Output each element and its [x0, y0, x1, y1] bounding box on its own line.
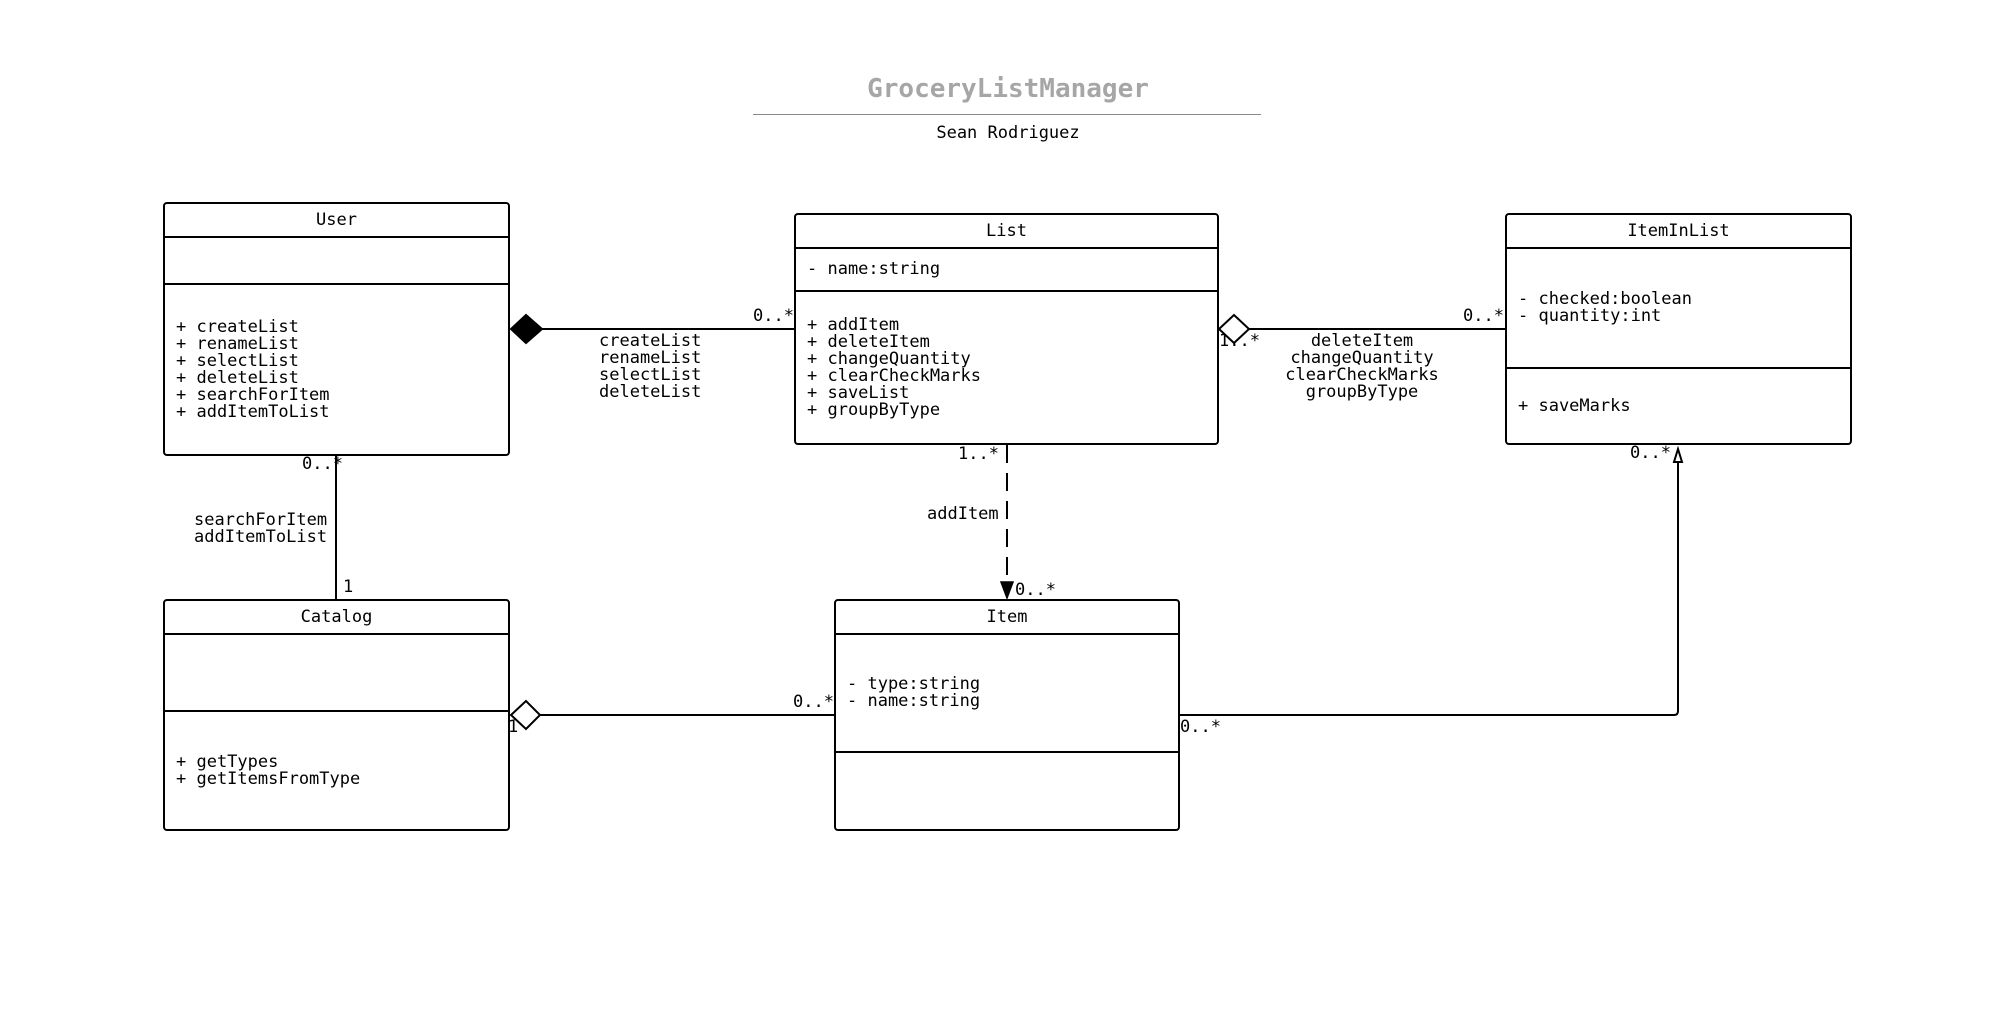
relation-label: addItem	[927, 504, 999, 524]
attribute: - checked:boolean	[1518, 289, 1692, 309]
operation: + searchForItem	[176, 384, 330, 405]
class-iteminlist[interactable]: ItemInList - checked:boolean - quantity:…	[1505, 213, 1852, 445]
class-name: Item	[836, 601, 1178, 635]
relation-label: clearCheckMarks	[1285, 365, 1439, 385]
class-item[interactable]: Item - type:string - name:string	[834, 599, 1180, 831]
title-divider	[753, 114, 1261, 115]
user-list-composition[interactable]	[509, 313, 794, 345]
operation: + addItemToList	[176, 401, 330, 422]
operation: + createList	[176, 316, 299, 337]
class-user[interactable]: User + createList + renameList + selectL…	[163, 202, 510, 456]
operation: + selectList	[176, 350, 299, 371]
operation: + saveList	[807, 382, 910, 403]
multiplicity-label: 0..*	[302, 454, 343, 474]
multiplicity-label: 0..*	[1463, 306, 1504, 326]
multiplicity-label: 1	[508, 717, 519, 737]
class-name: ItemInList	[1507, 215, 1850, 249]
multiplicity-label: 0..*	[1630, 443, 1671, 463]
relation-label: deleteItem	[1310, 331, 1414, 351]
list-item-dependency[interactable]	[999, 445, 1015, 601]
relation-label: addItemToList	[194, 527, 328, 547]
multiplicity-label: 1..*	[1219, 331, 1260, 351]
class-list[interactable]: List - name:string + addItem + deleteIte…	[794, 213, 1219, 445]
relation-label: selectList	[599, 365, 702, 385]
multiplicity-label: 0..*	[1015, 580, 1056, 600]
operation: + deleteList	[176, 367, 299, 388]
class-name: User	[165, 204, 508, 238]
multiplicity-label: 0..*	[753, 306, 794, 326]
dependency-arrowhead	[999, 581, 1015, 601]
attributes-section: - name:string	[796, 249, 1217, 292]
composition-diamond	[509, 313, 544, 345]
diagram-author: Sean Rodriguez	[936, 123, 1080, 143]
generalization-arrowhead	[1672, 445, 1684, 463]
relation-label: renameList	[599, 348, 702, 368]
diagram-title: GroceryListManager	[867, 74, 1149, 104]
operation: + groupByType	[807, 399, 941, 420]
attribute: - name:string	[847, 691, 981, 711]
operations-section: + addItem + deleteItem + changeQuantity …	[796, 292, 1217, 443]
relation-label: groupByType	[1305, 382, 1419, 402]
operation: + changeQuantity	[807, 348, 971, 369]
attributes-section: - checked:boolean - quantity:int	[1507, 249, 1850, 369]
relation-label: searchForItem	[194, 510, 328, 530]
operations-section	[836, 753, 1178, 829]
item-iteminlist-generalization[interactable]	[1180, 445, 1684, 716]
operation: + saveMarks	[1518, 395, 1631, 416]
multiplicity-label: 0..*	[793, 692, 834, 712]
list-iteminlist-aggregation[interactable]	[1217, 313, 1505, 345]
attribute: - quantity:int	[1518, 306, 1662, 326]
multiplicity-label: 1	[343, 577, 354, 597]
operation: + renameList	[176, 333, 299, 354]
aggregation-diamond	[1217, 313, 1251, 345]
operation: + addItem	[807, 314, 900, 335]
operation: + getItemsFromType	[176, 768, 361, 789]
multiplicity-label: 1..*	[958, 444, 999, 464]
attributes-section	[165, 238, 508, 285]
attributes-section	[165, 635, 508, 712]
operation: + deleteItem	[807, 331, 930, 352]
operations-section: + saveMarks	[1507, 369, 1850, 443]
aggregation-diamond	[509, 699, 542, 731]
operation: + clearCheckMarks	[807, 365, 981, 386]
relation-label: createList	[599, 331, 702, 351]
operation: + getTypes	[176, 751, 279, 772]
attribute: - type:string	[847, 674, 981, 694]
attributes-section: - type:string - name:string	[836, 635, 1178, 753]
attribute: - name:string	[807, 259, 941, 279]
operations-section: + createList + renameList + selectList +…	[165, 285, 508, 454]
relation-label: changeQuantity	[1290, 348, 1434, 368]
multiplicity-label: 0..*	[1180, 717, 1221, 737]
class-name: Catalog	[165, 601, 508, 635]
operations-section: + getTypes + getItemsFromType	[165, 712, 508, 829]
catalog-item-aggregation[interactable]	[509, 699, 834, 731]
class-name: List	[796, 215, 1217, 249]
class-catalog[interactable]: Catalog + getTypes + getItemsFromType	[163, 599, 510, 831]
relation-label: deleteList	[599, 382, 702, 402]
